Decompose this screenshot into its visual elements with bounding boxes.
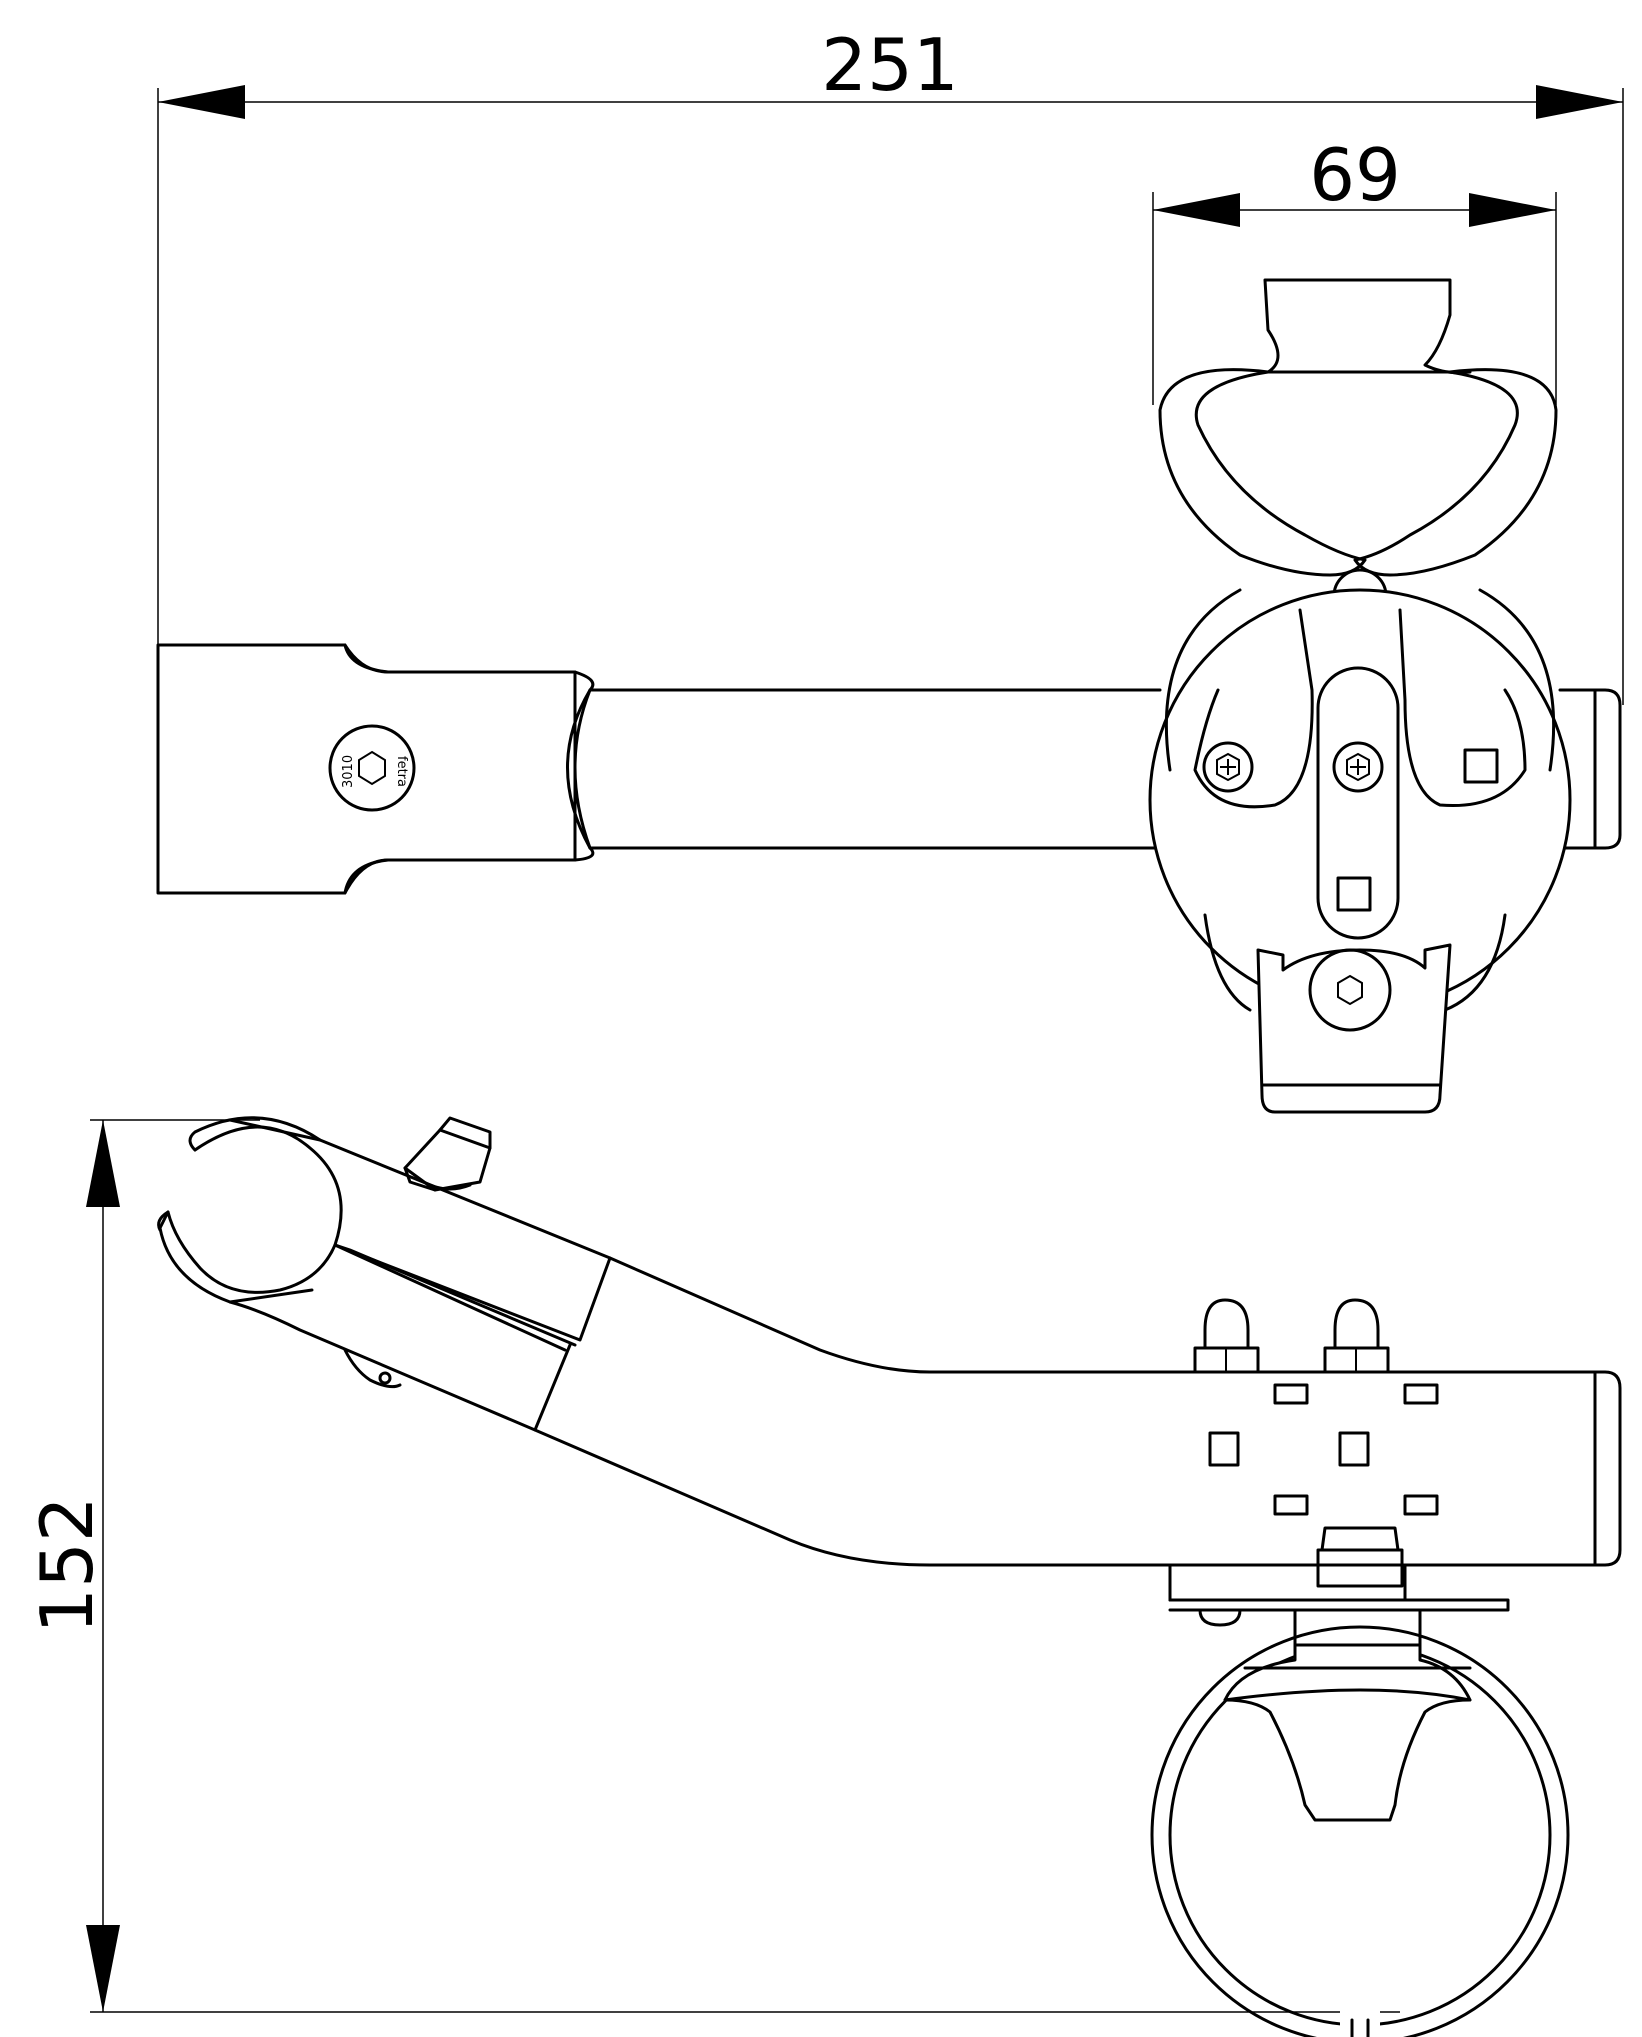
logo-code: 3010: [341, 755, 356, 788]
tube: [588, 688, 1162, 850]
bent-tube: [608, 1256, 1602, 1374]
dimension-overall-height: 152: [25, 1119, 1400, 2013]
hex-socket-icon: [1337, 974, 1363, 1006]
clamp-jaw-right: [1353, 368, 1558, 577]
phillips-screw-icon: [1202, 741, 1254, 793]
ring-wedge: [1223, 1643, 1472, 1822]
c-clamp: [158, 1125, 343, 1304]
cam-lever-right: [1398, 608, 1527, 808]
phillips-screw-icon: [1332, 741, 1384, 793]
tube-slots: [1208, 1383, 1439, 1516]
clamp-tab: [1263, 278, 1472, 375]
socket-block: [156, 643, 577, 895]
dimension-label-152: 152: [25, 1496, 109, 1633]
dimension-label-69: 69: [1309, 133, 1401, 217]
acorn-nut-icon: [1193, 1298, 1260, 1374]
base-plate: [1168, 1563, 1407, 1602]
hex-socket-icon: [358, 750, 386, 786]
tube-collar: [566, 670, 595, 862]
ring-clamp: [1150, 1625, 1570, 2037]
side-view: [157, 1116, 1622, 2037]
acorn-nut-icon: [1323, 1298, 1390, 1374]
dimension-overall-width: 251: [157, 23, 1624, 705]
clamp-bolt-nut: [403, 1116, 492, 1192]
top-view: fetra 3010: [156, 278, 1622, 1114]
clamp-jaw-left: [1158, 368, 1367, 577]
slot-link: [1316, 666, 1400, 940]
dimension-clamp-width: 69: [1152, 133, 1557, 405]
end-plug-side: [1593, 1370, 1622, 1567]
square-hole: [1336, 876, 1372, 912]
brand-logo: fetra 3010: [328, 724, 416, 812]
hex-bolt: [1308, 948, 1392, 1032]
logo-brand: fetra: [394, 756, 409, 787]
end-plug: [1558, 688, 1622, 850]
dimension-label-251: 251: [821, 23, 958, 107]
cam-lever-left: [1193, 608, 1314, 809]
square-hole: [1463, 748, 1499, 784]
clamp-arm-lower: [228, 1300, 572, 1432]
bottom-nut: [1320, 1526, 1400, 1552]
